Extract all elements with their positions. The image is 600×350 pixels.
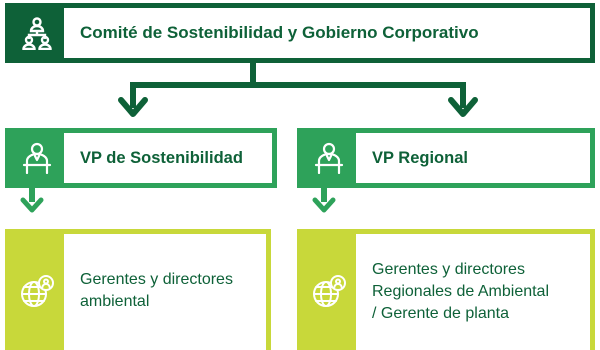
globe-person-icon: [313, 275, 346, 307]
arrow-down-icon: [312, 197, 336, 213]
manager-box-regional: Gerentes y directores Regionales de Ambi…: [297, 229, 595, 350]
presenter-icon: [314, 142, 344, 174]
manager-line: Regionales de Ambiental: [372, 283, 550, 300]
manager-icon-cell: [302, 234, 356, 350]
committee-title: Comité de Sostenibilidad y Gobierno Corp…: [80, 23, 479, 42]
presenter-icon: [22, 142, 52, 174]
connector-stub: [29, 188, 35, 202]
vp-icon-cell: [10, 133, 64, 183]
connector-left-drop: [130, 82, 136, 108]
vp-box-sostenibilidad: VP de Sostenibilidad: [5, 128, 277, 188]
arrow-down-icon: [20, 197, 44, 213]
manager-line: Gerentes y directores: [80, 271, 233, 288]
connector-trunk: [250, 63, 256, 86]
manager-box-ambiental: Gerentes y directores ambiental: [5, 229, 271, 350]
committee-icon-cell: [10, 8, 64, 58]
globe-person-icon: [21, 275, 54, 307]
vp-title: VP Regional: [372, 149, 468, 167]
connector-bar: [130, 82, 466, 88]
vp-title: VP de Sostenibilidad: [80, 149, 243, 167]
manager-icon-cell: [10, 234, 64, 350]
manager-line: Gerentes y directores: [372, 261, 525, 278]
people-hierarchy-icon: [22, 17, 52, 50]
vp-icon-cell: [302, 133, 356, 183]
arrow-down-icon: [448, 97, 478, 117]
manager-text: Gerentes y directores ambiental: [80, 269, 233, 313]
committee-box: Comité de Sostenibilidad y Gobierno Corp…: [5, 3, 595, 63]
vp-box-regional: VP Regional: [297, 128, 595, 188]
connector-right-drop: [460, 82, 466, 108]
manager-text: Gerentes y directores Regionales de Ambi…: [372, 259, 549, 325]
manager-line: / Gerente de planta: [372, 305, 509, 322]
manager-line: ambiental: [80, 293, 150, 310]
connector-stub: [321, 188, 327, 202]
arrow-down-icon: [118, 97, 148, 117]
